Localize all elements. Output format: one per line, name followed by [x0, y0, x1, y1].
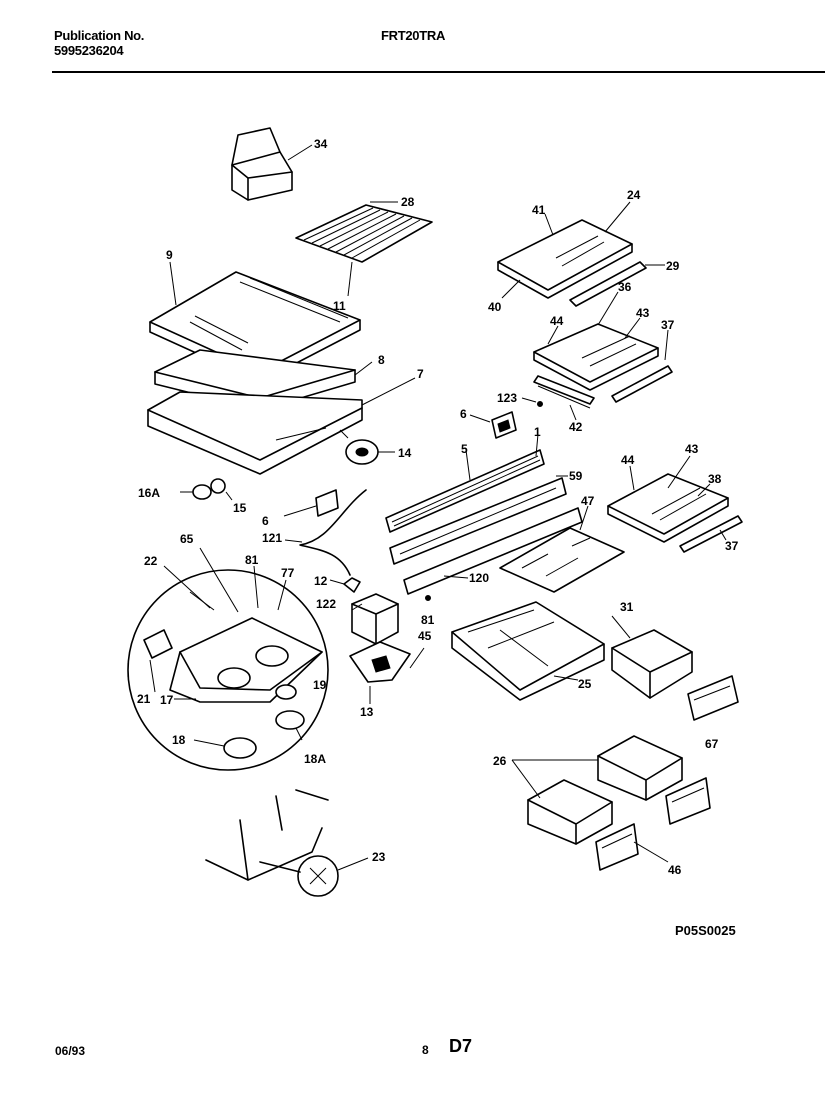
callout-120: 120: [469, 571, 489, 585]
callout-65: 65: [180, 532, 194, 546]
callout-13: 13: [360, 705, 374, 719]
callout-6b: 6: [262, 514, 269, 528]
callout-9: 9: [166, 248, 173, 262]
callout-25: 25: [578, 677, 592, 691]
callout-18A: 18A: [304, 752, 326, 766]
callout-43b: 43: [685, 442, 699, 456]
callout-31: 31: [620, 600, 634, 614]
callout-1: 1: [534, 425, 541, 439]
detail-magnifier-circle: [127, 547, 329, 771]
callout-18: 18: [172, 733, 186, 747]
part-34-door-bin: [231, 127, 293, 201]
callout-123: 123: [497, 391, 517, 405]
callout-43: 43: [636, 306, 650, 320]
part-5-cover-rail: [385, 433, 583, 595]
callout-41: 41: [532, 203, 546, 217]
part-26-lower-pans: [527, 735, 683, 845]
part-9-cover-assembly: [147, 271, 363, 475]
callout-67: 67: [705, 737, 719, 751]
publication-label: Publication No.: [54, 28, 145, 43]
callout-11: 11: [333, 299, 346, 313]
drawing-code: P05S0025: [675, 923, 736, 938]
callout-14: 14: [398, 446, 412, 460]
callout-38: 38: [708, 472, 722, 486]
callout-81: 81: [245, 553, 259, 567]
callout-29: 29: [666, 259, 680, 273]
callout-15: 15: [233, 501, 247, 515]
callout-34: 34: [314, 137, 328, 151]
callout-24: 24: [627, 188, 641, 202]
callout-36: 36: [618, 280, 632, 294]
callout-40: 40: [488, 300, 502, 314]
callout-22: 22: [144, 554, 158, 568]
footer-date: 06/93: [55, 1044, 86, 1058]
callout-46: 46: [668, 863, 682, 877]
header-rule: [52, 71, 825, 73]
part-122-housing: [349, 593, 411, 683]
part-43-glass-shelf: [533, 323, 673, 403]
callout-16A: 16A: [138, 486, 160, 500]
callout-47: 47: [581, 494, 595, 508]
callout-45: 45: [418, 629, 432, 643]
part-67-pan-front: [687, 675, 739, 721]
callout-28: 28: [401, 195, 415, 209]
part-38-glass-shelf: [607, 473, 743, 553]
callout-77: 77: [281, 566, 295, 580]
callout-44b: 44: [621, 453, 635, 467]
callout-26: 26: [493, 754, 507, 768]
callout-19: 19: [313, 678, 327, 692]
part-47-glass-panel: [499, 527, 625, 593]
part-12-sensor: [343, 577, 361, 593]
callout-121: 121: [262, 531, 282, 545]
callout-59: 59: [569, 469, 583, 483]
callout-12: 12: [314, 574, 328, 588]
callout-37: 37: [661, 318, 675, 332]
callout-122: 122: [316, 597, 336, 611]
footer-page-number: 8: [422, 1043, 429, 1057]
callout-17: 17: [160, 693, 174, 707]
callout-42: 42: [569, 420, 583, 434]
callout-5: 5: [461, 442, 468, 456]
part-11-wire-shelf: [295, 204, 433, 297]
callout-6: 6: [460, 407, 467, 421]
part-25-drawer-frame: [451, 601, 605, 701]
callout-23: 23: [372, 850, 386, 864]
part-14-control-knob: [339, 429, 395, 465]
part-42-shelf-rail: [533, 375, 595, 409]
part-31-pan: [611, 629, 693, 699]
part-23-cabinet-corner: [205, 789, 339, 897]
part-16A-damper: [192, 478, 226, 500]
callout-labels: 34 28 9 11 41 24 29 40 36 43 37 44 8 7 1…: [137, 137, 739, 877]
callout-37b: 37: [725, 539, 739, 553]
model-number: FRT20TRA: [381, 28, 446, 43]
part-6-bracket: [491, 411, 517, 439]
part-24-glass-shelf: [497, 219, 647, 307]
footer-section-code: D7: [449, 1036, 473, 1056]
part-121-tube: [299, 489, 367, 576]
part-46-pan-fronts: [595, 777, 711, 871]
publication-number: 5995236204: [54, 43, 124, 58]
callout-21: 21: [137, 692, 151, 706]
callout-44: 44: [550, 314, 564, 328]
callout-8: 8: [378, 353, 385, 367]
callout-7: 7: [417, 367, 424, 381]
callout-81b: 81: [421, 613, 435, 627]
